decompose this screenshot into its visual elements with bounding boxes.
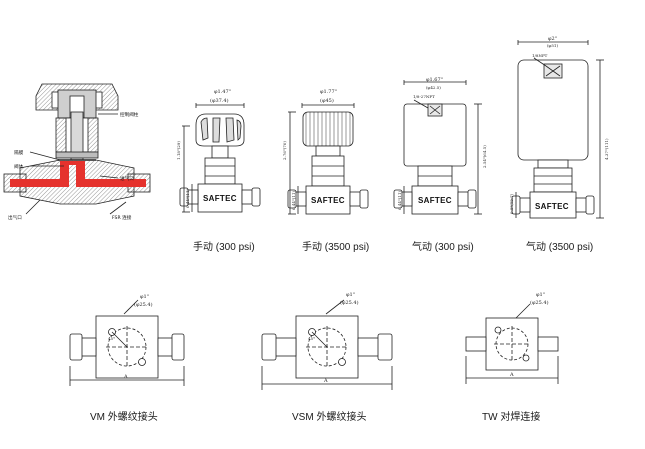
port-label: 1/8-27NPT xyxy=(413,94,435,99)
dim-total: 2.54"(64.5) xyxy=(482,145,487,168)
caption-pneumatic-3500: 气动 (3500 psi) xyxy=(526,242,594,253)
dim-top: φ1.47" xyxy=(214,89,231,95)
caption-vsm: VSM 外螺纹接头 xyxy=(292,412,367,423)
connection-tw xyxy=(465,303,559,384)
dim-port: 0.44"(11) xyxy=(397,191,402,210)
dim-d-mm: (φ25.4) xyxy=(530,299,549,306)
dim-sub: (φ51) xyxy=(547,43,558,48)
valve-manual-300 xyxy=(179,103,261,213)
connection-vm xyxy=(69,299,185,386)
dim-d: φ1" xyxy=(536,292,545,298)
port-label: 1/8NPT xyxy=(532,53,548,58)
label-fsr: FSR 连接 xyxy=(112,214,132,221)
brand-label: SAFTEC xyxy=(535,202,569,211)
label-actuator-stem: 控制阀柱 xyxy=(120,111,139,118)
caption-tw: TW 对焊连接 xyxy=(482,412,541,423)
connection-vsm xyxy=(261,299,393,390)
dim-a: A xyxy=(323,378,328,384)
dim-a: A xyxy=(509,372,514,378)
dim-d-mm: (φ25.4) xyxy=(134,301,153,308)
caption-manual-3500: 手动 (3500 psi) xyxy=(302,242,370,253)
angle-label: 45° xyxy=(108,336,115,341)
caption-manual-300: 手动 (300 psi) xyxy=(193,242,255,253)
dim-top: φ1.77" xyxy=(320,89,337,95)
dim-sub: (φ42.5) xyxy=(426,85,441,90)
valve-pneumatic-300 xyxy=(393,80,482,215)
valve-manual-3500 xyxy=(287,103,369,215)
label-outlet: 出气口 xyxy=(8,214,22,221)
section-view xyxy=(3,83,151,215)
label-seat: 阀体 xyxy=(14,163,24,170)
label-inlet: 进气口 xyxy=(120,175,134,182)
dim-port: 0.44"(11) xyxy=(291,191,296,210)
brand-label: SAFTEC xyxy=(311,196,345,205)
dim-a: A xyxy=(123,374,128,380)
valve-pneumatic-3500 xyxy=(511,40,604,219)
dim-total: 1.18"(29) xyxy=(176,141,181,160)
dim-total: 2.76"(70) xyxy=(282,141,287,160)
brand-label: SAFTEC xyxy=(418,196,452,205)
dim-port: 0.5"(12.7) xyxy=(509,193,514,214)
dim-d: φ1" xyxy=(346,292,355,298)
dim-sub: (φ45) xyxy=(320,97,334,104)
dim-total: 4.37"(111) xyxy=(604,138,609,160)
caption-pneumatic-300: 气动 (300 psi) xyxy=(412,242,474,253)
brand-label: SAFTEC xyxy=(203,194,237,203)
dim-d-mm: (φ25.4) xyxy=(340,299,359,306)
dim-sub: (φ37.4) xyxy=(210,97,229,104)
dim-d: φ1" xyxy=(140,294,149,300)
dim-port: 0.44"(11) xyxy=(185,189,190,208)
angle-label: 45° xyxy=(308,336,315,341)
dim-top: φ1.67" xyxy=(426,77,443,83)
label-diaphragm: 隔膜 xyxy=(14,149,24,156)
caption-vm: VM 外螺纹接头 xyxy=(90,412,158,423)
dim-top: φ2" xyxy=(548,36,557,42)
